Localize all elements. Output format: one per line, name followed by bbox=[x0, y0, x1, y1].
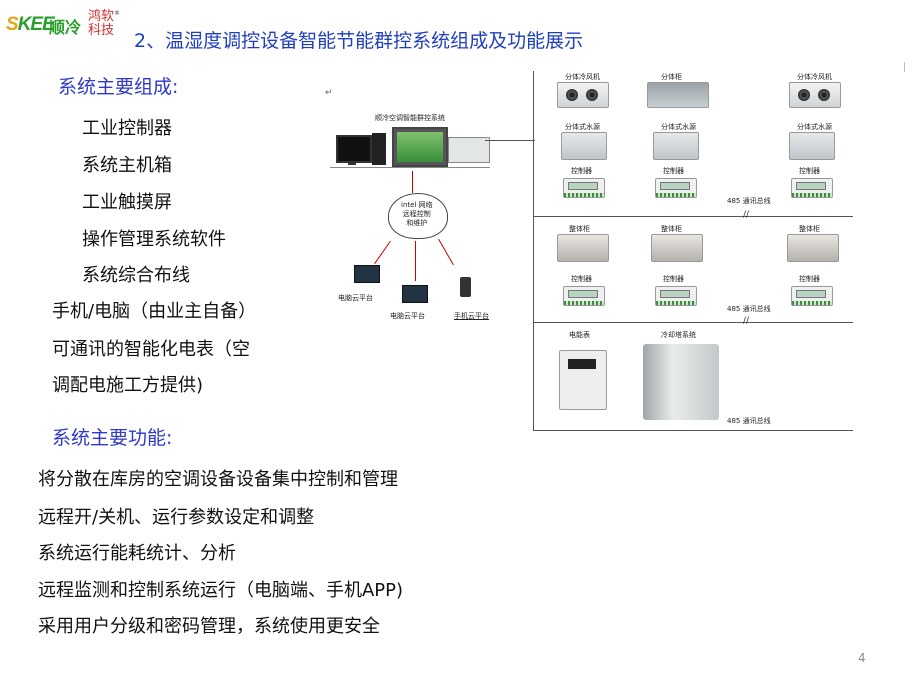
cloud-label: intel 网络 远程控制 和维护 bbox=[401, 201, 433, 227]
controller-label: 控制器 bbox=[799, 275, 820, 283]
laptop-icon bbox=[402, 285, 428, 303]
electric-meter-icon bbox=[559, 350, 607, 410]
controller-icon bbox=[563, 286, 605, 306]
logo-brand-text: SKEE bbox=[6, 14, 55, 35]
page-number: 4 bbox=[858, 651, 866, 665]
pc-cloud-label: 电脑云平台 bbox=[338, 294, 373, 302]
controller-box-icon bbox=[448, 137, 490, 163]
integral-cabinet-icon bbox=[557, 234, 609, 262]
water-source-unit-icon bbox=[653, 132, 699, 160]
device-label: 分体冷风机 bbox=[797, 73, 832, 81]
para-mark: ↵ bbox=[325, 88, 333, 98]
controller-label: 控制器 bbox=[663, 275, 684, 283]
cloud-icon bbox=[388, 193, 448, 239]
device-label: 冷却塔系统 bbox=[661, 331, 696, 339]
split-fan-unit-icon bbox=[557, 82, 609, 108]
bus-label: 485 通讯总线 bbox=[727, 417, 771, 425]
controller-icon bbox=[791, 286, 833, 306]
controller-icon bbox=[791, 178, 833, 198]
monitor-icon bbox=[336, 135, 372, 163]
logo-reg-mark: ® bbox=[114, 10, 120, 17]
pc-cloud-label: 电脑云平台 bbox=[390, 312, 425, 320]
break-mark: // bbox=[743, 210, 750, 220]
functions-heading: 系统主要功能: bbox=[52, 427, 173, 449]
host-label: 顺冷空调智能群控系统 bbox=[375, 114, 445, 122]
controller-label: 控制器 bbox=[799, 167, 820, 175]
composition-item: 系统综合布线 bbox=[82, 265, 190, 286]
phone-cloud-label: 手机云平台 bbox=[454, 312, 489, 320]
function-item: 远程监测和控制系统运行（电脑端、手机APP) bbox=[38, 580, 404, 601]
device-label: 整体柜 bbox=[799, 225, 820, 233]
composition-item: 可通讯的智能化电表（空 bbox=[52, 339, 250, 360]
composition-heading: 系统主要组成: bbox=[58, 76, 179, 98]
pc-tower-icon bbox=[372, 133, 386, 165]
device-label: 分体柜 bbox=[661, 73, 682, 81]
controller-icon bbox=[655, 286, 697, 306]
controller-label: 控制器 bbox=[663, 167, 684, 175]
logo-brand-cn2: 鸿软科技 bbox=[88, 9, 115, 38]
laptop-icon bbox=[354, 265, 380, 283]
device-label: 分体式水源 bbox=[797, 123, 832, 131]
device-label: 整体柜 bbox=[569, 225, 590, 233]
function-item: 远程开/关机、运行参数设定和调整 bbox=[38, 507, 315, 528]
device-diagram: 分体冷风机 分体柜 分体冷风机 分体式水源 分体式水源 分体式水源 控制器 控制… bbox=[533, 66, 863, 432]
device-label: 整体柜 bbox=[661, 225, 682, 233]
water-source-unit-icon bbox=[561, 132, 607, 160]
network-diagram: 顺冷空调智能群控系统 intel 网络 远程控制 和维护 电脑云平台 电脑云平台… bbox=[320, 105, 520, 325]
phone-icon bbox=[460, 277, 471, 297]
device-label: 电能表 bbox=[569, 331, 590, 339]
split-cabinet-icon bbox=[647, 82, 709, 108]
device-label: 分体冷风机 bbox=[565, 73, 600, 81]
controller-label: 控制器 bbox=[571, 275, 592, 283]
controller-icon bbox=[563, 178, 605, 198]
composition-item: 工业控制器 bbox=[82, 118, 172, 139]
integral-cabinet-icon bbox=[651, 234, 703, 262]
touchscreen-icon bbox=[392, 127, 448, 167]
function-item: 系统运行能耗统计、分析 bbox=[38, 543, 236, 564]
controller-label: 控制器 bbox=[571, 167, 592, 175]
device-label: 分体式水源 bbox=[565, 123, 600, 131]
logo-brand-cn: 顺冷 bbox=[49, 18, 82, 37]
device-label: 分体式水源 bbox=[661, 123, 696, 131]
composition-item: 手机/电脑（由业主自备） bbox=[52, 301, 257, 322]
break-mark: // bbox=[743, 316, 750, 326]
cooling-tower-icon bbox=[643, 344, 719, 420]
composition-item: 工业触摸屏 bbox=[82, 192, 172, 213]
composition-item: 系统主机箱 bbox=[82, 155, 172, 176]
split-fan-unit-icon bbox=[789, 82, 841, 108]
composition-item: 操作管理系统软件 bbox=[82, 229, 226, 250]
integral-cabinet-icon bbox=[787, 234, 839, 262]
company-logo: SKEE 顺冷 鸿软科技 ® bbox=[6, 9, 120, 44]
monitor-stand bbox=[348, 161, 356, 165]
composition-item: 调配电施工方提供) bbox=[52, 375, 204, 396]
function-item: 采用用户分级和密码管理，系统使用更安全 bbox=[38, 616, 380, 637]
function-item: 将分散在库房的空调设备设备集中控制和管理 bbox=[38, 469, 398, 490]
bus-label: 485 通讯总线 bbox=[727, 305, 771, 313]
water-source-unit-icon bbox=[789, 132, 835, 160]
controller-icon bbox=[655, 178, 697, 198]
bus-label: 485 通讯总线 bbox=[727, 197, 771, 205]
edge-mark bbox=[904, 62, 905, 72]
page-title: 2、温湿度调控设备智能节能群控系统组成及功能展示 bbox=[134, 30, 584, 52]
